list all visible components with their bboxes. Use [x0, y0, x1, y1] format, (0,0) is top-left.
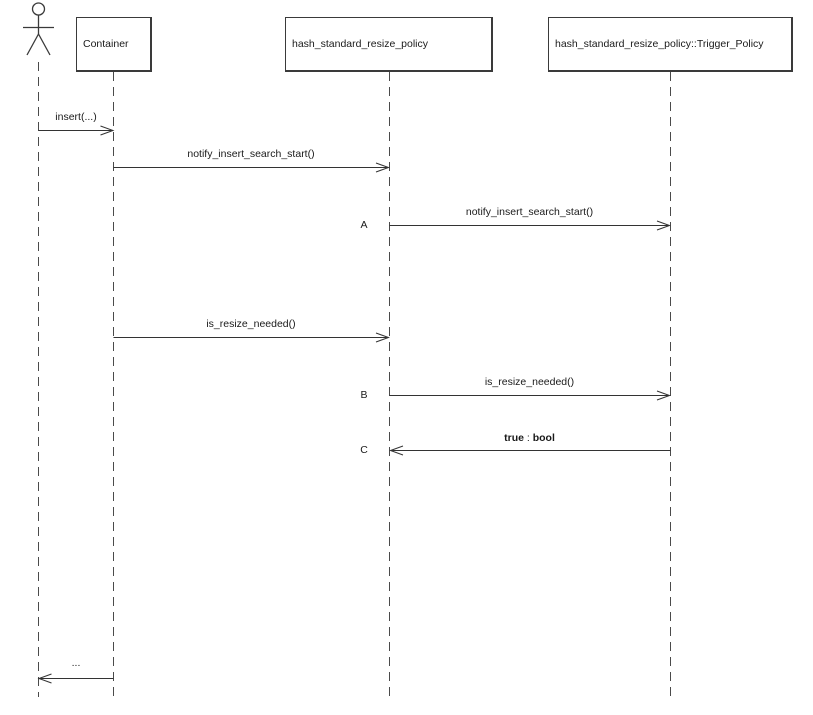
message-notify-insert-search-start-2-label: notify_insert_search_start()	[465, 206, 594, 218]
message-return-true-bool-label: true : bool	[389, 431, 670, 445]
message-notify-insert-search-start-1-arrow	[113, 162, 390, 173]
return-type-text: bool	[532, 432, 555, 444]
actor-icon	[23, 2, 54, 56]
message-return-true-bool-arrow	[389, 445, 671, 456]
message-is-resize-needed-1-label: is_resize_needed()	[206, 318, 296, 330]
participant-label-container: Container	[83, 38, 129, 50]
message-is-resize-needed-2-arrow	[389, 390, 671, 401]
message-marker-b: B	[360, 389, 368, 401]
message-is-resize-needed-1-arrow	[113, 332, 390, 343]
message-insert-label: insert(...)	[55, 111, 97, 123]
message-insert-arrow	[38, 125, 115, 136]
participant-label-trigger-policy: hash_standard_resize_policy::Trigger_Pol…	[555, 38, 764, 50]
return-value-text: true	[504, 432, 524, 444]
participant-box-container: Container	[76, 17, 152, 72]
message-ellipsis-label: ...	[71, 657, 81, 669]
message-notify-insert-search-start-1-label: notify_insert_search_start()	[187, 148, 315, 160]
message-ellipsis-arrow	[37, 673, 114, 684]
message-notify-insert-search-start-2-arrow	[389, 220, 671, 231]
participant-box-hash-standard-resize-policy: hash_standard_resize_policy	[285, 17, 493, 72]
message-marker-c: C	[360, 444, 368, 456]
return-separator-text: :	[523, 432, 533, 444]
participant-label-hash-standard-resize-policy: hash_standard_resize_policy	[292, 38, 429, 50]
participant-box-trigger-policy: hash_standard_resize_policy::Trigger_Pol…	[548, 17, 793, 72]
message-marker-a: A	[360, 219, 368, 231]
message-is-resize-needed-2-label: is_resize_needed()	[484, 376, 575, 388]
